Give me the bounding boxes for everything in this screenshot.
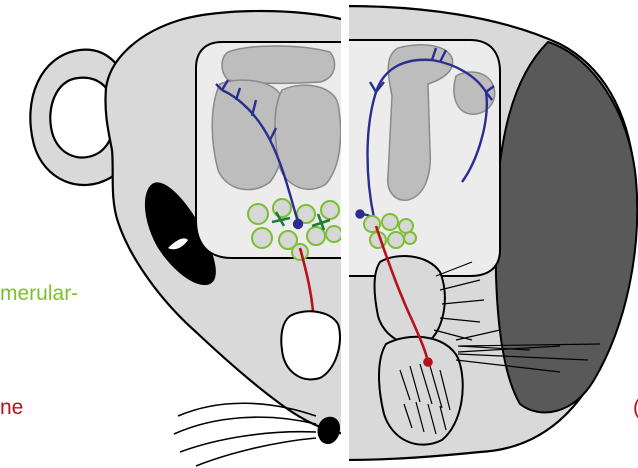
fly-glomeruli	[364, 214, 416, 248]
fly-antenna-segment-1	[375, 256, 445, 344]
mouse-head-icon	[30, 11, 345, 466]
fly-antenna-segment-2	[379, 337, 463, 445]
glomerular-label: merular-	[0, 282, 78, 306]
mouse-cortex-lobe-upper	[222, 46, 335, 83]
sensory-neuron-label-right: (	[633, 396, 638, 420]
sensory-neuron-label-left: ne	[0, 396, 23, 420]
fly-head-icon	[345, 6, 637, 460]
mouse-nasal-cavity	[281, 311, 340, 379]
center-divider	[341, 0, 349, 468]
